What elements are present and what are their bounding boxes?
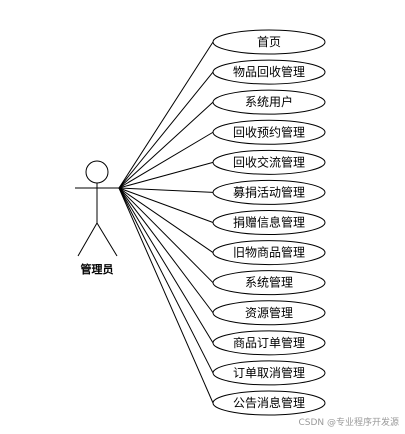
association-line [118, 187, 214, 284]
association-line [118, 187, 214, 344]
use-case-ellipse [212, 270, 326, 296]
use-case-ellipse [212, 210, 326, 235]
association-line [118, 187, 214, 253]
watermark: CSDN @专业程序开发源 [298, 418, 399, 428]
association-line [118, 41, 214, 189]
use-case-list: 首页物品回收管理系统用户回收预约管理回收交流管理募捐活动管理捐赠信息管理旧物商品… [212, 29, 326, 416]
use-case-label: 首页 [257, 35, 281, 49]
use-case: 商品订单管理 [212, 330, 326, 356]
use-case-label: 捐赠信息管理 [233, 215, 305, 230]
actor-left-leg [77, 222, 98, 257]
use-case-label: 商品订单管理 [233, 335, 305, 350]
use-case: 旧物商品管理 [212, 240, 326, 266]
use-case-ellipse [212, 300, 326, 326]
use-case-label: 资源管理 [245, 305, 293, 320]
association-line [118, 101, 214, 189]
association-line [118, 131, 214, 189]
use-case-label: 募捐活动管理 [233, 184, 305, 199]
association-line [118, 71, 214, 189]
use-case: 募捐活动管理 [212, 179, 326, 205]
use-case: 捐赠信息管理 [212, 210, 326, 235]
use-case-ellipse [212, 119, 326, 145]
use-case: 回收预约管理 [212, 119, 326, 145]
association-line [118, 187, 214, 314]
use-case-label: 系统管理 [245, 275, 293, 290]
association-line [118, 187, 214, 374]
use-case-label: 系统用户 [245, 94, 293, 109]
use-case: 资源管理 [212, 300, 326, 326]
use-case-label: 订单取消管理 [233, 365, 305, 380]
actor-right-leg [96, 222, 118, 257]
actor-admin: 管理员 [75, 160, 119, 276]
actor-name: 管理员 [81, 262, 114, 276]
use-case-label: 回收预约管理 [233, 124, 305, 139]
use-case-ellipse [212, 179, 326, 205]
use-case-ellipse [212, 240, 326, 266]
use-case-label: 旧物商品管理 [233, 245, 305, 260]
use-case: 公告消息管理 [212, 390, 326, 416]
use-case-ellipse [212, 149, 326, 175]
use-case: 首页 [212, 29, 326, 55]
use-case: 物品回收管理 [212, 59, 326, 85]
use-case-ellipse [212, 330, 326, 356]
use-case-ellipse [212, 59, 326, 85]
use-case: 回收交流管理 [212, 149, 326, 175]
use-case: 订单取消管理 [212, 360, 326, 386]
association-line [118, 187, 214, 223]
use-case-label: 公告消息管理 [233, 395, 305, 410]
use-case: 系统用户 [212, 89, 326, 115]
actor-head [85, 160, 109, 184]
association-line [118, 161, 214, 189]
use-case: 系统管理 [212, 270, 326, 296]
use-case-label: 物品回收管理 [233, 64, 305, 79]
use-case-ellipse [212, 89, 326, 115]
association-lines [118, 41, 214, 404]
association-line [118, 187, 214, 404]
use-case-ellipse [212, 360, 326, 386]
use-case-label: 回收交流管理 [233, 154, 305, 169]
use-case-ellipse [212, 390, 326, 416]
use-case-ellipse [212, 29, 326, 55]
association-line [118, 187, 214, 193]
